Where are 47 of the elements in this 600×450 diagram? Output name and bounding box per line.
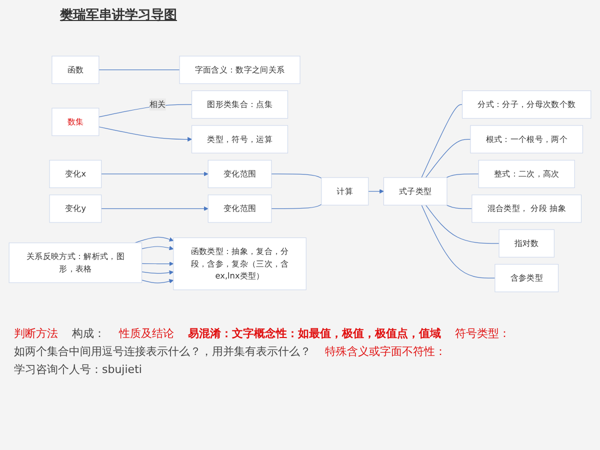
connector bbox=[271, 174, 322, 179]
note-text: 判断方法 bbox=[14, 326, 58, 341]
node-box: 类型，符号，运算 bbox=[192, 125, 288, 154]
connector bbox=[421, 104, 463, 178]
node-box: 式子类型 bbox=[383, 177, 448, 206]
arrow bbox=[368, 189, 384, 194]
node-box: 指对数 bbox=[498, 229, 554, 258]
node-box: 图形类集合：点集 bbox=[192, 90, 288, 119]
node-box: 混合类型， 分段 抽象 bbox=[472, 194, 582, 223]
arrow bbox=[134, 236, 174, 244]
node-box: 含参类型 bbox=[494, 264, 558, 292]
arrow bbox=[141, 270, 174, 275]
node-box: 变化范围 bbox=[208, 194, 272, 223]
arrow bbox=[141, 279, 174, 284]
note-text: 特殊含义或字面不符性： bbox=[325, 344, 446, 359]
node-box: 函数 bbox=[52, 56, 100, 84]
note-text: 构成： bbox=[72, 326, 105, 341]
node-box: 计算 bbox=[321, 177, 369, 206]
connector bbox=[446, 204, 472, 209]
note-text: 符号类型： bbox=[455, 326, 510, 341]
title: 樊瑞军串讲学习导图 bbox=[60, 7, 178, 24]
note-text: 性质及结论 bbox=[119, 326, 174, 341]
arrow bbox=[101, 206, 208, 211]
connector bbox=[425, 204, 500, 244]
arrow bbox=[141, 262, 174, 266]
note-text: 易混淆：文字概念性：如最值，极值，极值点，值域 bbox=[188, 326, 441, 341]
node-box: 变化x bbox=[49, 160, 102, 188]
connector bbox=[425, 138, 471, 178]
node-box: 字面含义：数字之间关系 bbox=[179, 56, 300, 84]
node-box: 数集 bbox=[52, 108, 100, 136]
node-box: 根式：一个根号，两个 bbox=[470, 125, 583, 154]
node-box: 分式：分子，分母次数个数 bbox=[462, 90, 592, 119]
edge-label: 相关 bbox=[149, 99, 166, 110]
connector bbox=[271, 204, 322, 209]
node-box: 变化y bbox=[49, 194, 102, 223]
node-box: 函数类型：抽象，复合，分段，含参，复杂（三次，含ex,lnx类型） bbox=[173, 238, 306, 290]
note-text: 如两个集合中间用逗号连接表示什么？，用并集有表示什么？ bbox=[14, 344, 311, 359]
arrow bbox=[101, 172, 208, 176]
connector bbox=[421, 204, 496, 278]
connector bbox=[446, 174, 479, 178]
arrow bbox=[98, 126, 192, 142]
node-box: 关系反映方式：解析式，图形，表格 bbox=[8, 242, 142, 283]
note-text: 学习咨询个人号：sbujieti bbox=[14, 362, 142, 377]
node-box: 整式：二次，高次 bbox=[478, 160, 575, 188]
node-box: 变化范围 bbox=[208, 160, 272, 188]
arrow bbox=[141, 246, 174, 250]
connector bbox=[98, 104, 192, 118]
